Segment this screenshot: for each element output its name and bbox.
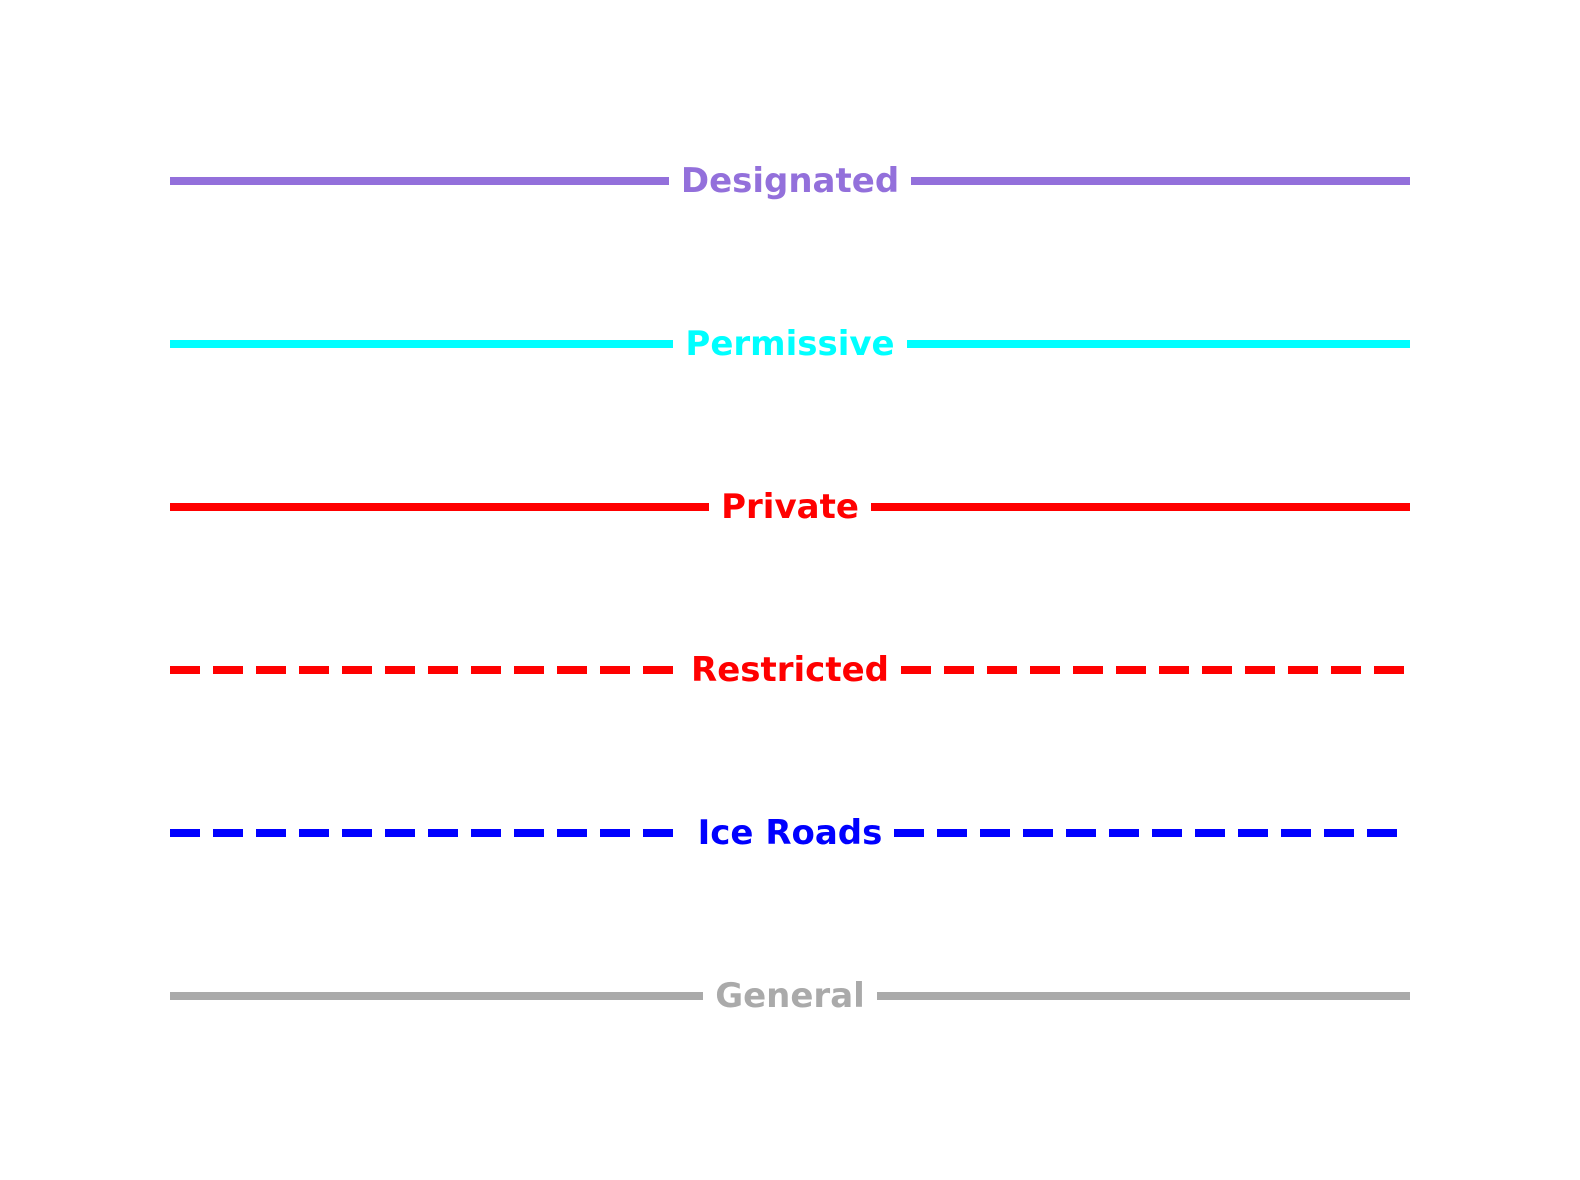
legend-row-ice-roads: Ice Roads bbox=[170, 811, 1411, 855]
line-sample-left bbox=[170, 340, 674, 348]
legend-row-designated: Designated bbox=[170, 159, 1410, 203]
legend-label-restricted: Restricted bbox=[691, 650, 889, 690]
legend-row-permissive: Permissive bbox=[170, 322, 1410, 366]
line-sample-left bbox=[170, 503, 710, 511]
line-sample-left bbox=[170, 992, 704, 1000]
line-sample-right bbox=[906, 340, 1410, 348]
legend-label-ice-roads: Ice Roads bbox=[697, 813, 883, 853]
legend-label-permissive: Permissive bbox=[685, 324, 895, 364]
legend-row-general: General bbox=[170, 974, 1411, 1018]
line-sample-right bbox=[870, 503, 1411, 511]
legend-label-general: General bbox=[715, 976, 865, 1016]
legend-row-restricted: Restricted bbox=[170, 648, 1410, 692]
line-sample-right bbox=[894, 829, 1411, 837]
line-sample-left bbox=[170, 666, 680, 674]
line-sample-left bbox=[170, 177, 669, 185]
road-type-legend: Designated Permissive Private Restricted… bbox=[170, 0, 1411, 1180]
line-sample-right bbox=[911, 177, 1410, 185]
legend-label-designated: Designated bbox=[680, 161, 900, 201]
legend-row-private: Private bbox=[170, 485, 1411, 529]
line-sample-right bbox=[876, 992, 1411, 1000]
line-sample-left bbox=[170, 829, 686, 837]
line-sample-right bbox=[900, 666, 1410, 674]
legend-label-private: Private bbox=[721, 487, 859, 527]
